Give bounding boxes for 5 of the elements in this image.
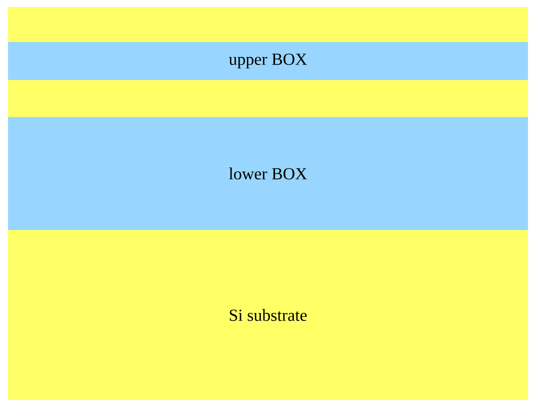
layer-band: Si substrate xyxy=(8,230,528,400)
layer-band xyxy=(8,7,528,42)
layer-band xyxy=(8,80,528,117)
layer-band: lower BOX xyxy=(8,117,528,230)
layer-band: upper BOX xyxy=(8,42,528,80)
